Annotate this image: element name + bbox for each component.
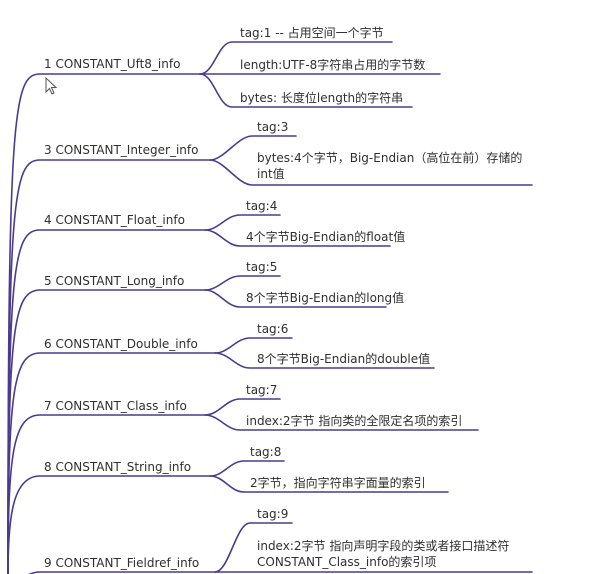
edge-double-1 <box>214 352 435 369</box>
edge-utf8-2 <box>199 73 413 108</box>
edge-string-1 <box>209 475 449 493</box>
mindmap-edges <box>7 41 533 574</box>
float-tag-label[interactable]: tag:4 <box>246 199 278 213</box>
node-float-label[interactable]: 4 CONSTANT_Float_info <box>44 213 185 227</box>
integer-tag-label[interactable]: tag:3 <box>257 120 289 134</box>
edge-long-0 <box>204 275 281 291</box>
fieldref-tag-label[interactable]: tag:9 <box>257 507 289 521</box>
edge-utf8-0 <box>199 41 393 75</box>
spine-class <box>7 414 206 574</box>
string-index-label[interactable]: 2字节，指向字符串字面量的索引 <box>250 476 426 490</box>
spine-fieldref <box>7 571 216 574</box>
edge-float-1 <box>204 229 391 247</box>
node-utf8-label[interactable]: 1 CONSTANT_Uft8_info <box>44 57 181 71</box>
node-double-label[interactable]: 6 CONSTANT_Double_info <box>44 337 198 351</box>
edge-integer-1 <box>209 159 533 186</box>
spine-string <box>7 475 211 574</box>
node-fieldref-label[interactable]: 9 CONSTANT_Fieldref_info <box>44 556 200 570</box>
node-integer-label[interactable]: 3 CONSTANT_Integer_info <box>44 143 199 157</box>
class-index-label[interactable]: index:2字节 指向类的全限定名项的索引 <box>246 414 463 428</box>
string-tag-label[interactable]: tag:8 <box>250 445 282 459</box>
edge-double-0 <box>214 337 293 354</box>
spine-long <box>7 289 206 574</box>
edge-class-0 <box>204 398 281 416</box>
mouse-cursor-icon <box>45 77 58 95</box>
double-tag-label[interactable]: tag:6 <box>257 322 289 336</box>
double-bytes-label[interactable]: 8个字节Big-Endian的double值 <box>257 352 431 366</box>
edge-string-0 <box>209 460 285 477</box>
utf8-length-label[interactable]: length:UTF-8字符串占用的字节数 <box>240 58 426 72</box>
long-bytes-label[interactable]: 8个字节Big-Endian的long值 <box>246 291 405 305</box>
edge-integer-0 <box>209 135 297 161</box>
node-class-label[interactable]: 7 CONSTANT_Class_info <box>44 399 187 413</box>
float-bytes-label[interactable]: 4个字节Big-Endian的float值 <box>246 230 406 244</box>
utf8-bytes-label[interactable]: bytes: 长度位length的字符串 <box>240 91 404 105</box>
node-long-label[interactable]: 5 CONSTANT_Long_info <box>44 274 185 288</box>
integer-bytes-label[interactable]: bytes:4个字节，Big-Endian（高位在前）存储的int值 <box>257 151 523 181</box>
utf8-tag-label[interactable]: tag:1 -- 占用空间一个字节 <box>240 26 384 40</box>
edge-fieldref-0 <box>214 522 293 573</box>
edge-class-1 <box>204 414 479 431</box>
class-tag-label[interactable]: tag:7 <box>246 383 278 397</box>
fieldref-index-label[interactable]: index:2字节 指向声明字段的类或者接口描述符CONSTANT_Class_… <box>257 539 510 569</box>
long-tag-label[interactable]: tag:5 <box>246 260 278 274</box>
edge-long-1 <box>204 289 387 308</box>
node-string-label[interactable]: 8 CONSTANT_String_info <box>44 460 192 474</box>
edge-float-0 <box>204 214 281 231</box>
